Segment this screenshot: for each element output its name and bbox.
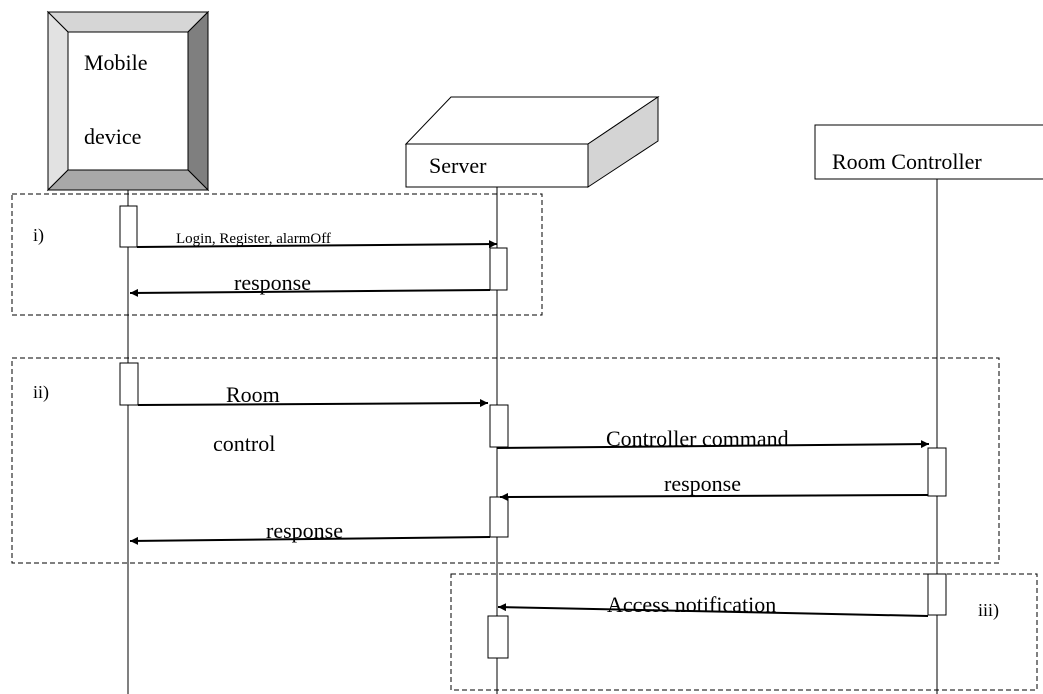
activation-bar [487, 615, 509, 659]
mobile-device-participant: Mobile device [46, 10, 210, 192]
room-control-label-line1: Room [226, 382, 280, 407]
activation-bar [489, 247, 508, 291]
fragment-i: i) [11, 193, 543, 316]
fragment-ii-label: ii) [33, 382, 49, 403]
fragment-iii: iii) [450, 573, 1038, 691]
login-message-label: Login, Register, alarmOff [176, 231, 331, 247]
activation-bar [489, 496, 509, 538]
mobile-device-label-line2: device [84, 124, 141, 149]
server-response-label: response [266, 518, 343, 543]
server-label: Server [429, 153, 487, 178]
controller-response-arrow [499, 492, 929, 501]
room-controller-label: Room Controller [832, 149, 982, 174]
room-controller-participant: Room Controller [814, 124, 1043, 180]
mobile-device-label-line1: Mobile [84, 50, 148, 75]
room-control-label-line2: control [213, 431, 275, 456]
room-control-arrow [137, 399, 489, 408]
server-response-arrow [129, 536, 491, 545]
login-response-label: response [234, 270, 311, 295]
login-response-arrow [129, 288, 491, 297]
server-participant: Server [404, 96, 660, 188]
fragment-ii: ii) [11, 357, 1000, 564]
access-notification-arrow [497, 603, 929, 617]
activation-bar [489, 404, 509, 448]
fragment-iii-label: iii) [978, 600, 999, 621]
fragment-i-label: i) [33, 225, 44, 246]
activation-bar [927, 447, 947, 497]
activation-bar [119, 362, 139, 406]
activation-bar [119, 205, 138, 248]
access-notification-label: Access notification [607, 592, 776, 617]
controller-command-arrow [496, 440, 930, 449]
controller-response-label: response [664, 471, 741, 496]
controller-command-label: Controller command [606, 426, 789, 451]
activation-bar [927, 573, 947, 616]
login-arrow [136, 240, 498, 249]
